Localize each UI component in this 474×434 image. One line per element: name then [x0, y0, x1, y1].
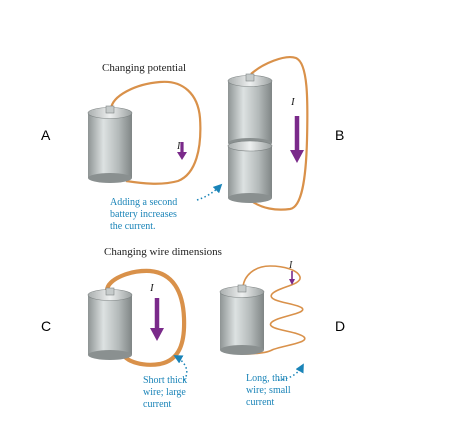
current-arrow-c-icon [150, 298, 164, 341]
section-title-changing-potential: Changing potential [102, 62, 186, 74]
wire-c-thick [104, 268, 187, 367]
caption-long-thin: Long, thin wire; small current [246, 373, 293, 408]
current-arrow-d-icon [289, 271, 295, 285]
caption-second-battery: Adding a second battery increases the cu… [110, 197, 180, 232]
pointer-second-battery-icon [196, 183, 223, 201]
caption-second-battery-line-3: the current. [110, 221, 156, 232]
caption-short-thick: Short thick wire; large current [143, 375, 190, 410]
current-label-b: I [290, 96, 296, 108]
caption-long-thin-line-1: Long, thin [246, 373, 288, 384]
current-arrow-b-icon [290, 116, 304, 163]
panel-label-d: D [335, 318, 345, 334]
caption-short-thick-line-2: wire; large [143, 387, 186, 398]
battery-c-icon [87, 287, 133, 360]
wire-d-coiled [239, 265, 306, 355]
pointer-short-thick-icon [173, 355, 188, 381]
caption-second-battery-line-1: Adding a second [110, 197, 177, 208]
battery-a-icon [87, 105, 133, 183]
wire-b [250, 56, 309, 211]
panel-label-b: B [335, 127, 344, 143]
panel-label-a: A [41, 127, 51, 143]
section-title-changing-wire-dimensions: Changing wire dimensions [104, 246, 222, 258]
caption-short-thick-line-3: current [143, 399, 172, 410]
battery-b-top-icon [227, 73, 273, 148]
battery-b-bottom-icon [227, 140, 273, 203]
caption-second-battery-line-2: battery increases [110, 209, 177, 220]
panel-label-c: C [41, 318, 51, 334]
current-label-a: I [176, 141, 181, 152]
panel-b-circuit: I [227, 56, 309, 211]
wire-a [109, 80, 202, 185]
panel-c-circuit: I [87, 268, 187, 367]
current-label-d: I [288, 260, 293, 271]
caption-long-thin-line-3: current [246, 397, 275, 408]
battery-d-icon [219, 284, 265, 355]
current-label-c: I [149, 282, 155, 294]
current-arrow-a-icon [177, 142, 187, 160]
caption-long-thin-line-2: wire; small [246, 385, 291, 396]
caption-short-thick-line-1: Short thick [143, 375, 187, 386]
panel-a-circuit: I [87, 80, 202, 185]
panel-d-circuit: I [219, 260, 306, 355]
